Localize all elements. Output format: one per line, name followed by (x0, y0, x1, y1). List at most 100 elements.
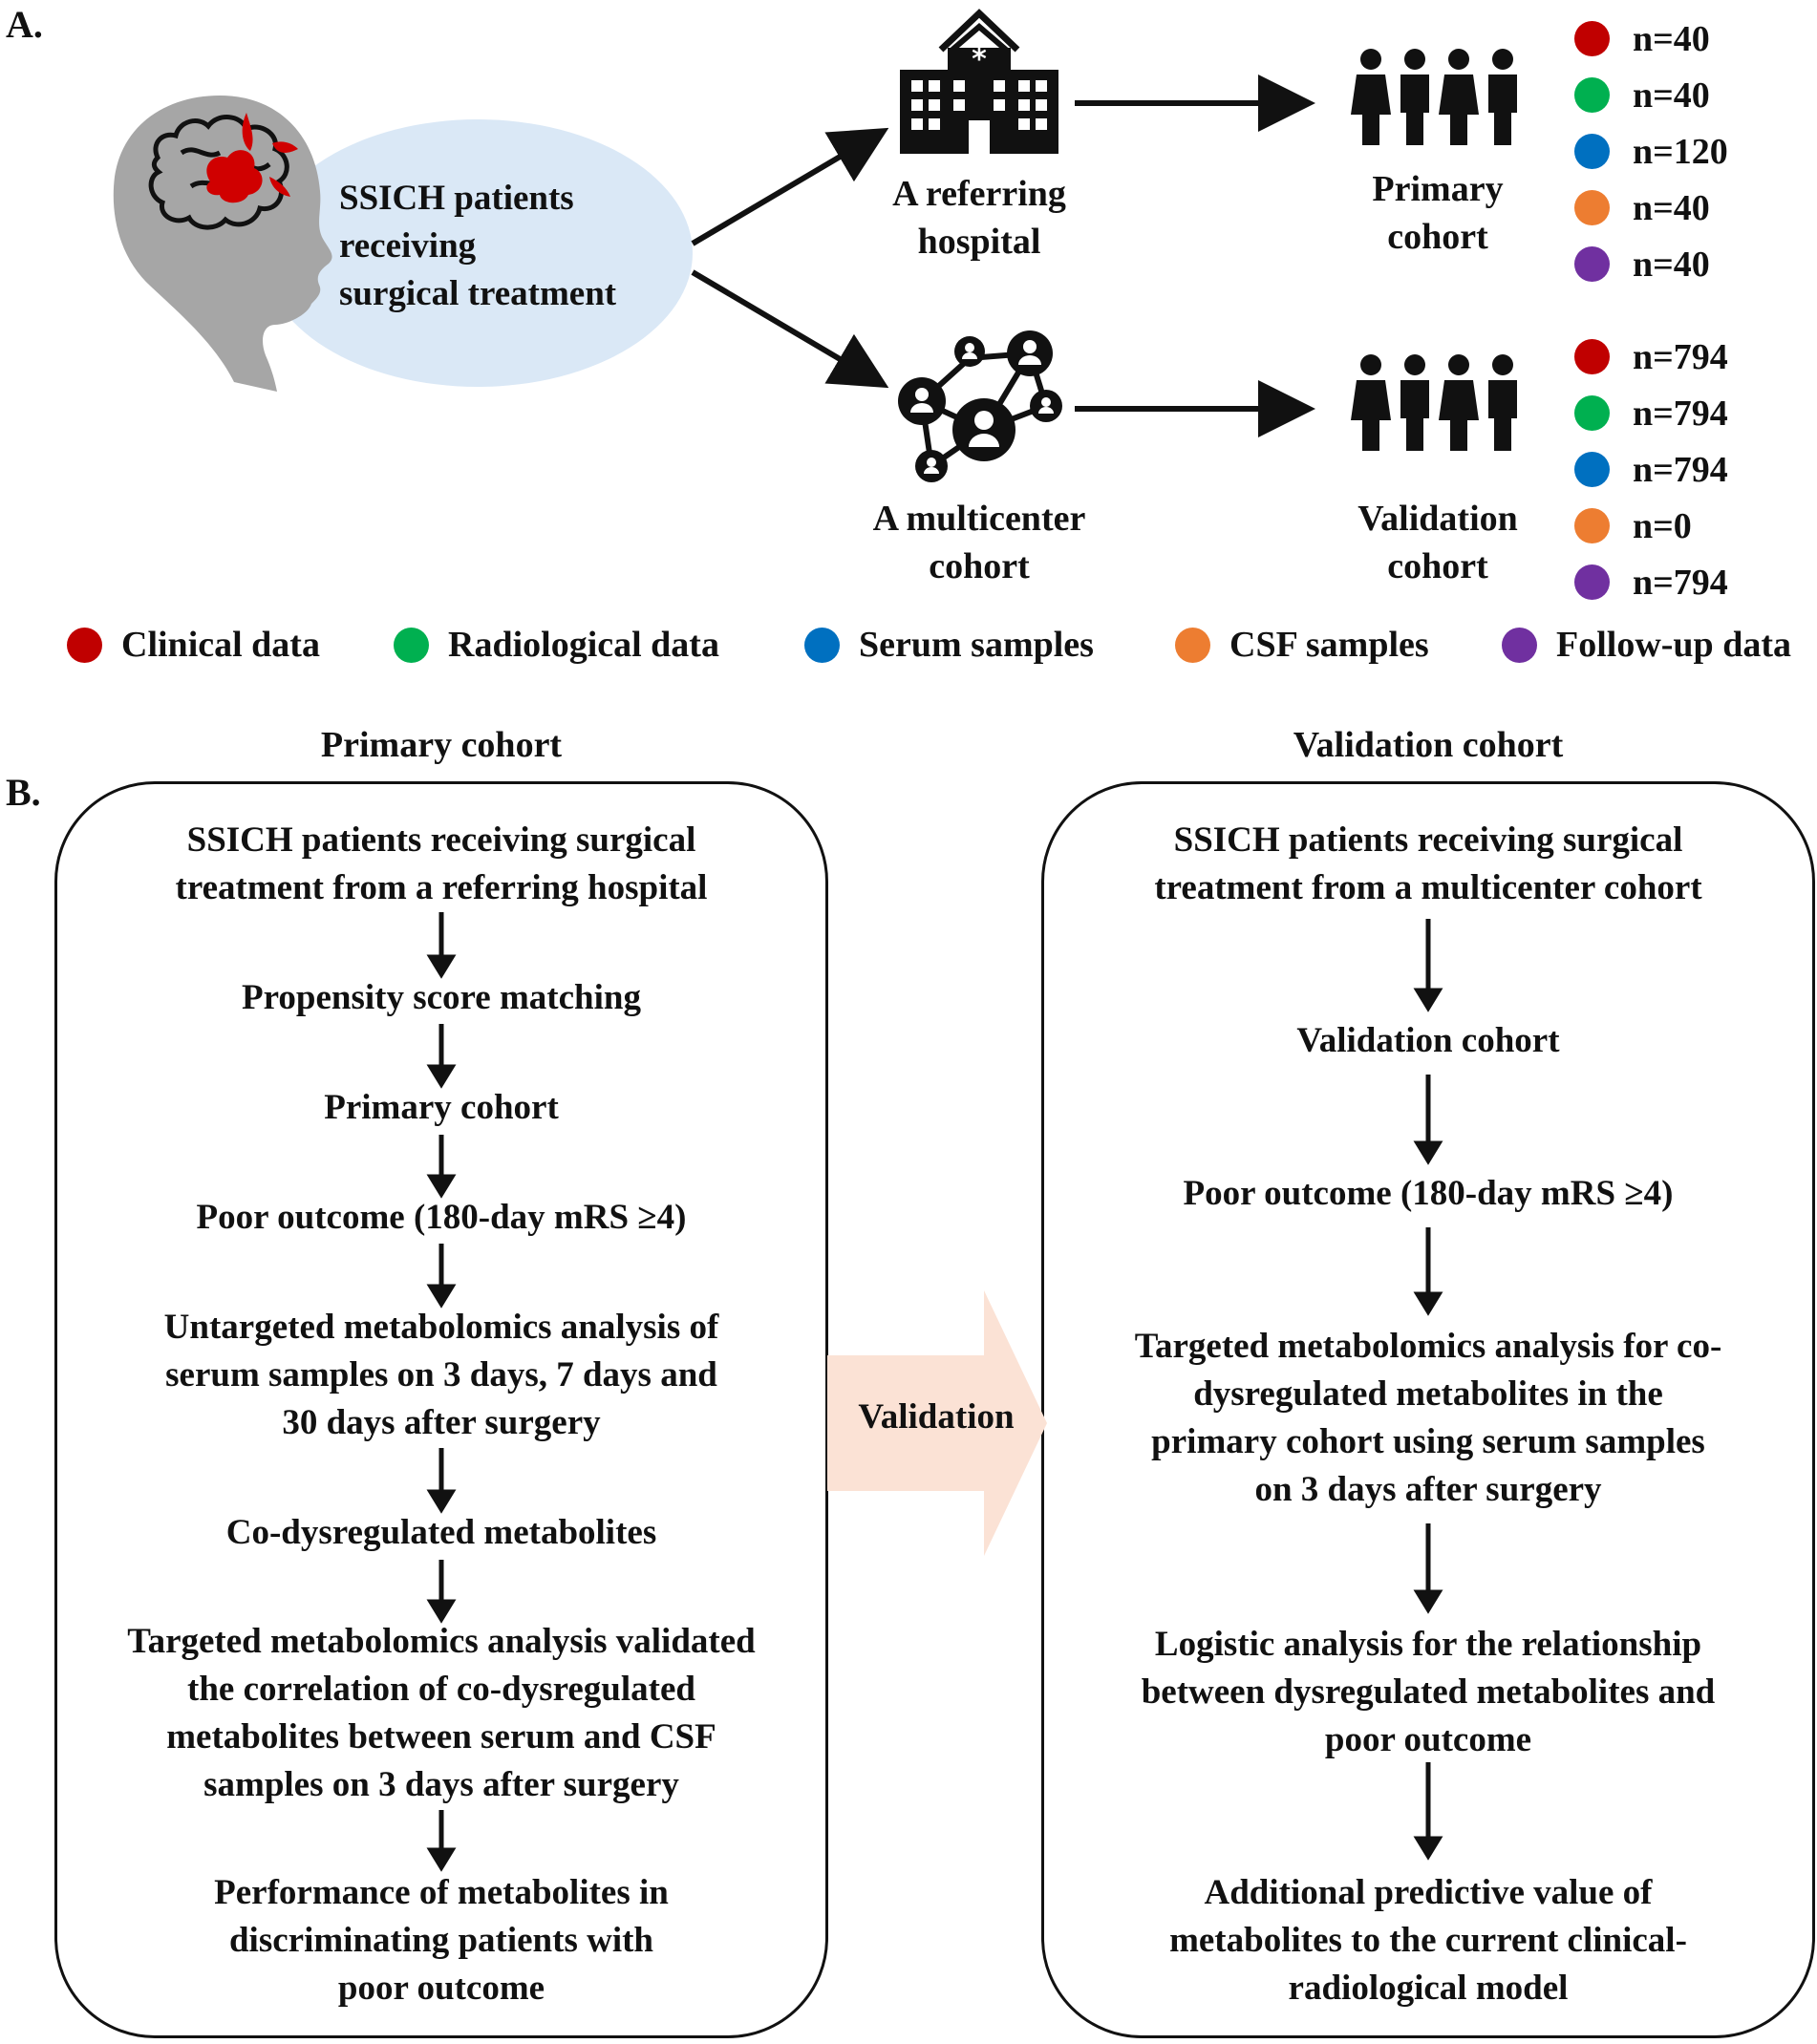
people-group-icon (1351, 49, 1517, 451)
count-row: n=120 (1574, 123, 1728, 180)
step-line: radiological model (1288, 1969, 1569, 2008)
followup-dot (1574, 246, 1610, 282)
step-line: Primary cohort (324, 1088, 559, 1127)
patients-text: SSICH patients receiving surgical treatm… (339, 175, 616, 318)
validation-step-5: Logistic analysis for the relationship b… (1051, 1621, 1806, 1764)
legend-item-followup: Follow-up data (1502, 619, 1791, 671)
primary-cohort-label: Primary cohort (1318, 165, 1557, 261)
legend-item-serum: Serum samples (804, 619, 1094, 671)
count-row: n=794 (1574, 441, 1728, 498)
label-line: cohort (929, 546, 1030, 586)
primary-step-2: Propensity score matching (64, 974, 819, 1022)
step-line: serum samples on 3 days, 7 days and (165, 1355, 717, 1395)
step-line: Validation cohort (1296, 1021, 1560, 1060)
count-row: n=40 (1574, 180, 1728, 236)
step-line: Co-dysregulated metabolites (225, 1513, 657, 1552)
legend-dot (1175, 627, 1210, 663)
arrow-to-multicenter (691, 269, 889, 389)
step-line: treatment from a referring hospital (175, 868, 708, 907)
count-label: n=40 (1633, 187, 1710, 228)
legend-item-clinical: Clinical data (67, 619, 320, 671)
legend: Clinical data Radiological data Serum sa… (67, 619, 1817, 671)
legend-label: Serum samples (859, 625, 1094, 665)
validation-column-title: Validation cohort (1293, 725, 1564, 765)
legend-dot (394, 627, 429, 663)
count-row: n=40 (1574, 67, 1728, 123)
count-label: n=794 (1633, 562, 1728, 603)
hospital-icon: * (900, 9, 1058, 154)
radiological-dot (1574, 395, 1610, 431)
step-line: SSICH patients receiving surgical (186, 820, 696, 860)
validation-step-3: Poor outcome (180-day mRS ≥4) (1051, 1170, 1806, 1218)
validation-arrow-label: Validation (858, 1397, 1015, 1437)
patients-text-line: surgical treatment (339, 274, 617, 313)
legend-label: Radiological data (448, 625, 719, 665)
legend-item-csf: CSF samples (1175, 619, 1429, 671)
step-line: Poor outcome (180-day mRS ≥4) (196, 1198, 687, 1237)
step-line: Logistic analysis for the relationship (1154, 1625, 1702, 1664)
step-line: discriminating patients with (228, 1921, 654, 1960)
arrow-to-hospital (691, 127, 889, 246)
primary-step-7: Targeted metabolomics analysis validated… (64, 1618, 819, 1809)
primary-step-8: Performance of metabolites in discrimina… (64, 1869, 819, 2012)
validation-step-6: Additional predictive value of metabolit… (1051, 1869, 1806, 2012)
validation-cohort-label: Validation cohort (1318, 495, 1557, 590)
radiological-dot (1574, 77, 1610, 113)
count-row: n=40 (1574, 236, 1728, 292)
patients-ellipse (263, 119, 693, 387)
label-line: hospital (917, 222, 1041, 262)
serum-dot (1574, 134, 1610, 169)
count-row: n=794 (1574, 329, 1728, 385)
step-line: Additional predictive value of (1204, 1873, 1653, 1912)
patients-text-line: SSICH patients (339, 179, 574, 218)
patients-text-line: receiving (339, 226, 477, 266)
count-row: n=794 (1574, 554, 1728, 610)
count-label: n=40 (1633, 244, 1710, 285)
count-row: n=794 (1574, 385, 1728, 441)
legend-label: Follow-up data (1556, 625, 1791, 665)
count-label: n=794 (1633, 336, 1728, 377)
legend-item-radiological: Radiological data (394, 619, 719, 671)
primary-step-5: Untargeted metabolomics analysis of seru… (64, 1304, 819, 1447)
count-label: n=794 (1633, 449, 1728, 490)
count-label: n=120 (1633, 131, 1728, 172)
csf-dot (1574, 508, 1610, 543)
label-line: Primary (1372, 169, 1504, 209)
multicenter-cohort-label: A multicenter cohort (822, 495, 1137, 590)
validation-arrow (827, 1290, 1047, 1556)
serum-dot (1574, 452, 1610, 487)
count-label: n=0 (1633, 505, 1692, 546)
csf-dot (1574, 190, 1610, 225)
svg-text:*: * (972, 43, 987, 76)
validation-counts-list: n=794 n=794 n=794 n=0 n=794 (1574, 329, 1728, 610)
step-line: Targeted metabolomics analysis for co- (1134, 1327, 1722, 1366)
validation-step-2: Validation cohort (1051, 1017, 1806, 1065)
primary-flow-box (54, 781, 828, 2038)
label-line: A multicenter (872, 499, 1086, 539)
step-line: metabolites to the current clinical- (1169, 1921, 1687, 1960)
legend-label: Clinical data (121, 625, 320, 665)
step-line: metabolites between serum and CSF (166, 1717, 716, 1757)
clinical-dot (1574, 339, 1610, 374)
step-line: samples on 3 days after surgery (203, 1765, 679, 1804)
panel-a-graphics: * (113, 9, 1517, 482)
validation-flow-box (1041, 781, 1815, 2038)
label-line: cohort (1387, 217, 1488, 257)
count-label: n=40 (1633, 75, 1710, 116)
step-line: Propensity score matching (242, 978, 641, 1017)
panel-b-label: B. (6, 771, 41, 814)
label-line: A referring (892, 174, 1066, 214)
label-line: cohort (1387, 546, 1488, 586)
step-line: the correlation of co-dysregulated (187, 1670, 695, 1709)
step-line: Untargeted metabolomics analysis of (163, 1308, 719, 1347)
step-line: dysregulated metabolites in the (1193, 1374, 1663, 1414)
count-row: n=0 (1574, 498, 1728, 554)
step-line: SSICH patients receiving surgical (1173, 820, 1683, 860)
count-label: n=794 (1633, 393, 1728, 434)
step-line: treatment from a multicenter cohort (1154, 868, 1702, 907)
primary-step-6: Co-dysregulated metabolites (64, 1509, 819, 1557)
followup-dot (1574, 564, 1610, 600)
brain-head-icon (113, 96, 332, 392)
referring-hospital-label: A referring hospital (841, 170, 1118, 266)
